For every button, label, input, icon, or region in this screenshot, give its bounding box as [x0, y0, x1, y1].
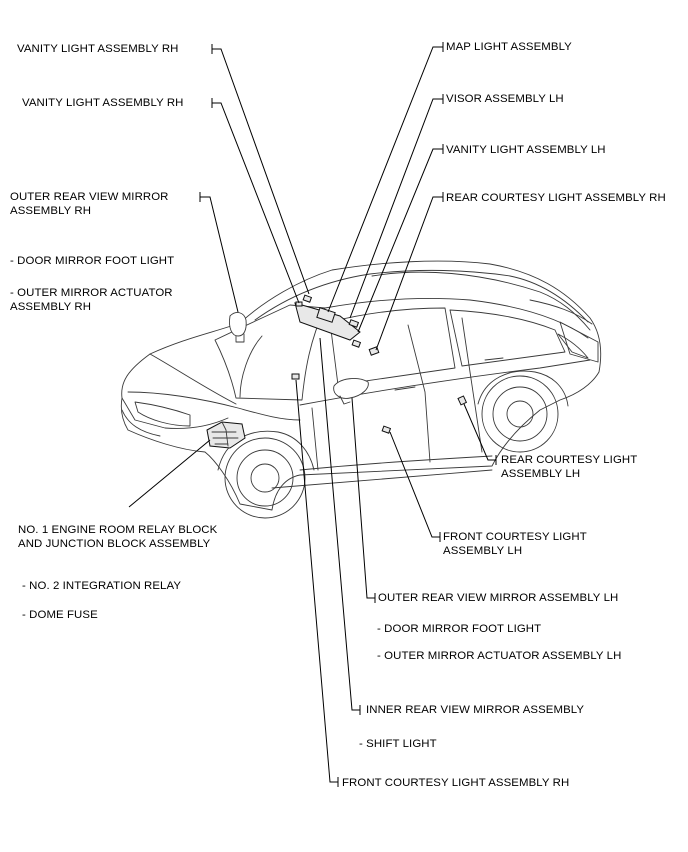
label-vanity-light-lh: VANITY LIGHT ASSEMBLY LH	[446, 144, 606, 156]
label-outer-mirror-actuator-lh: - OUTER MIRROR ACTUATOR ASSEMBLY LH	[377, 650, 622, 662]
label-relay-block: NO. 1 ENGINE ROOM RELAY BLOCK AND JUNCTI…	[18, 524, 218, 550]
label-shift-light: - SHIFT LIGHT	[359, 738, 437, 750]
label-outer-mirror-actuator-rh: - OUTER MIRROR ACTUATOR ASSEMBLY RH	[10, 287, 173, 313]
relay-block-illustration	[206, 421, 246, 449]
label-map-light: MAP LIGHT ASSEMBLY	[446, 41, 572, 53]
label-vanity-light-rh-1: VANITY LIGHT ASSEMBLY RH	[17, 43, 179, 55]
label-vanity-light-rh-2: VANITY LIGHT ASSEMBLY RH	[22, 97, 184, 109]
label-door-mirror-foot-light-rh: - DOOR MIRROR FOOT LIGHT	[10, 255, 175, 267]
label-door-mirror-foot-light-lh: - DOOR MIRROR FOOT LIGHT	[377, 623, 542, 635]
car-body-illustration	[120, 260, 602, 519]
label-inner-mirror: INNER REAR VIEW MIRROR ASSEMBLY	[366, 704, 585, 716]
label-visor-lh: VISOR ASSEMBLY LH	[446, 93, 564, 105]
label-front-courtesy-lh: FRONT COURTESY LIGHT ASSEMBLY LH	[443, 531, 587, 557]
label-front-courtesy-rh: FRONT COURTESY LIGHT ASSEMBLY RH	[342, 777, 570, 789]
label-rear-courtesy-rh: REAR COURTESY LIGHT ASSEMBLY RH	[446, 192, 666, 204]
label-integration-relay: - NO. 2 INTEGRATION RELAY	[22, 580, 182, 592]
label-outer-mirror-lh: OUTER REAR VIEW MIRROR ASSEMBLY LH	[378, 592, 619, 604]
label-outer-mirror-rh: OUTER REAR VIEW MIRROR ASSEMBLY RH	[10, 191, 169, 217]
label-rear-courtesy-lh: REAR COURTESY LIGHT ASSEMBLY LH	[501, 454, 638, 480]
label-ticks	[199, 42, 497, 787]
leader-lines	[128, 46, 496, 783]
label-dome-fuse: - DOME FUSE	[22, 609, 98, 621]
